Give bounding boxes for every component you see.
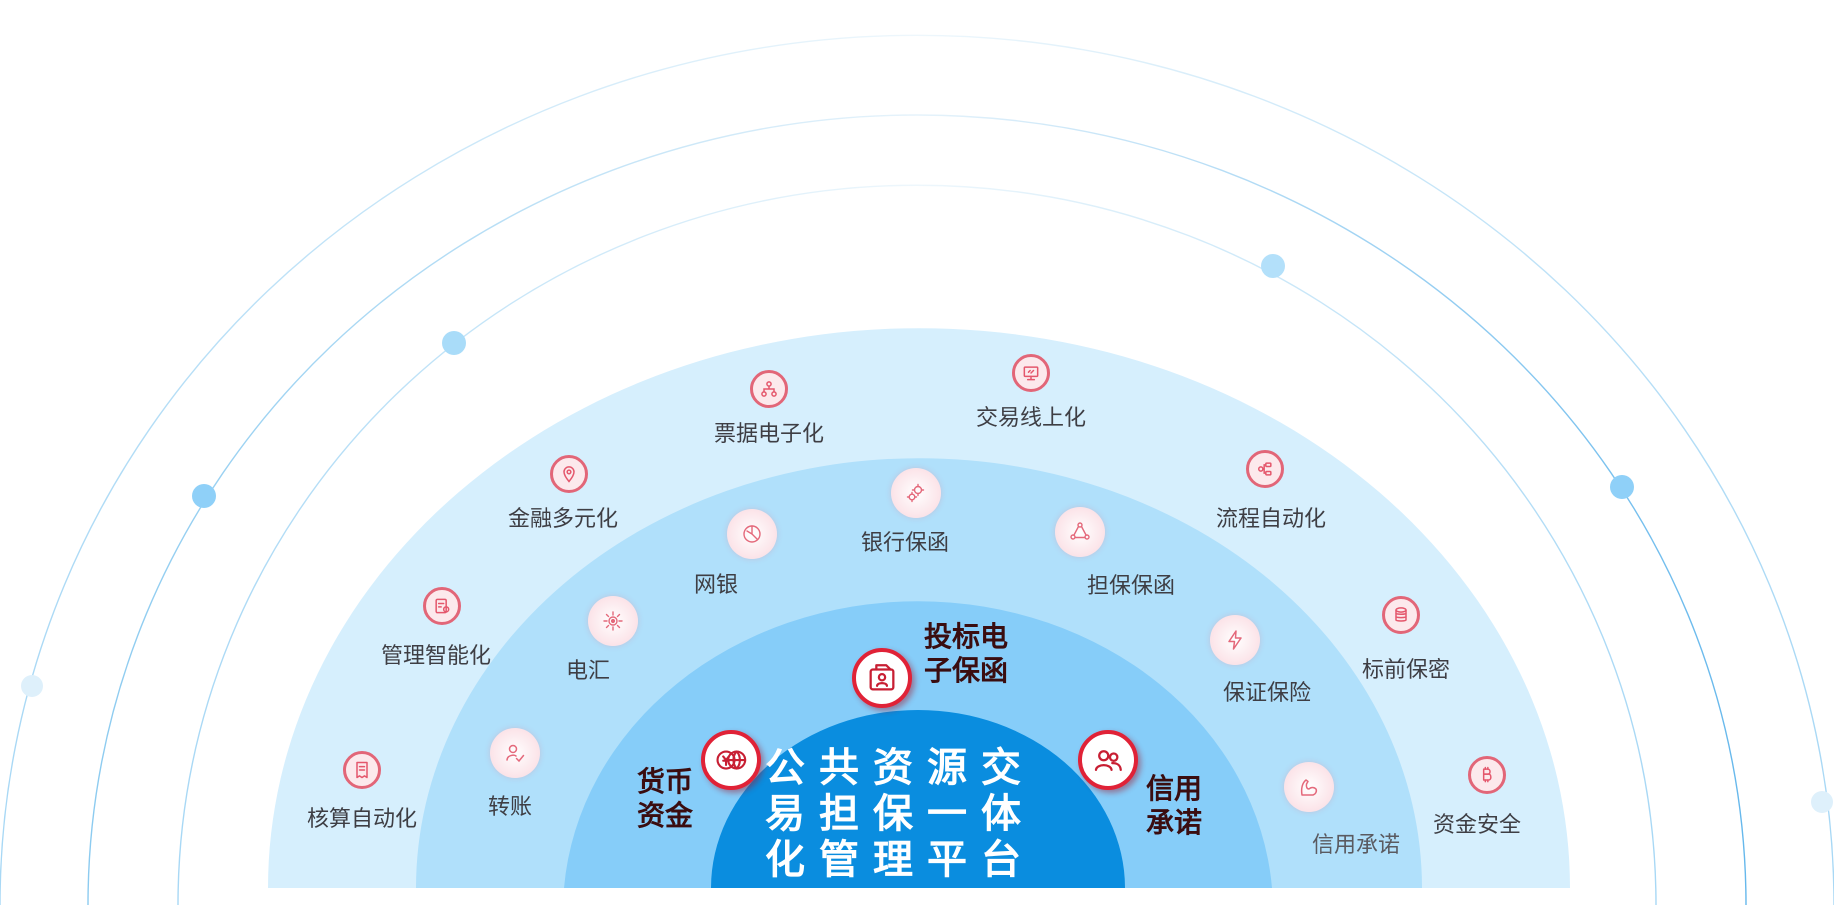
main-item-label: 信用 承诺 (1146, 773, 1203, 838)
outer-item-label: 票据电子化 (713, 421, 825, 446)
lightning-icon (1210, 615, 1260, 665)
outer-item-label: 金融多元化 (507, 506, 619, 531)
middle-item-label: 信用承诺 (1311, 832, 1401, 857)
outer-item-label: 管理智能化 (380, 643, 492, 668)
database-icon (1382, 596, 1420, 634)
network-icon (1055, 507, 1105, 557)
platform-title-line: 易担保一体 (765, 792, 1035, 836)
receipt-icon (343, 751, 381, 789)
orbit-line-3 (177, 184, 1657, 905)
check-person-icon (490, 728, 540, 778)
users-icon (1078, 730, 1138, 790)
orbit-line-2 (87, 114, 1747, 905)
middle-item-label: 电汇 (565, 658, 611, 683)
arm-icon (1284, 762, 1334, 812)
middle-item-label: 担保保函 (1086, 573, 1176, 598)
outer-item-label: 交易线上化 (975, 405, 1087, 430)
platform-title: 公共资源交 易担保一体 化管理平台 (750, 745, 1050, 883)
wire-transfer-icon (588, 596, 638, 646)
outer-item-label: 资金安全 (1432, 812, 1522, 837)
clipboard-gear-icon (423, 587, 461, 625)
flow-icon (1246, 450, 1284, 488)
outer-item-label: 流程自动化 (1215, 506, 1327, 531)
outer-item-label: 标前保密 (1361, 657, 1451, 682)
middle-item-label: 网银 (693, 572, 739, 597)
middle-item-label: 转账 (487, 794, 533, 819)
platform-title-line: 化管理平台 (765, 838, 1035, 882)
outer-item-label: 核算自动化 (306, 806, 418, 831)
bitcoin-icon (1468, 756, 1506, 794)
platform-title-line: 公共资源交 (765, 746, 1035, 790)
orbit-dot (192, 484, 216, 508)
orbit-dot (1610, 475, 1634, 499)
orbit-dot (21, 675, 43, 697)
location-icon (550, 455, 588, 493)
middle-item-label: 银行保函 (860, 530, 950, 555)
monitor-icon (1012, 354, 1050, 392)
main-item-label: 投标电 子保函 (924, 621, 1009, 686)
orbit-dot (1261, 254, 1285, 278)
gears-icon (891, 468, 941, 518)
main-item-label: 货币 资金 (637, 766, 694, 831)
hierarchy-icon (750, 370, 788, 408)
layer-core (711, 710, 1125, 888)
orbit-dot (442, 331, 466, 355)
document-person-icon (852, 648, 912, 708)
orbit-line-1 (0, 34, 1834, 905)
middle-item-label: 保证保险 (1222, 680, 1312, 705)
orbit-dot (1811, 791, 1833, 813)
pie-chart-icon (727, 509, 777, 559)
coins-globe-icon (701, 730, 761, 790)
